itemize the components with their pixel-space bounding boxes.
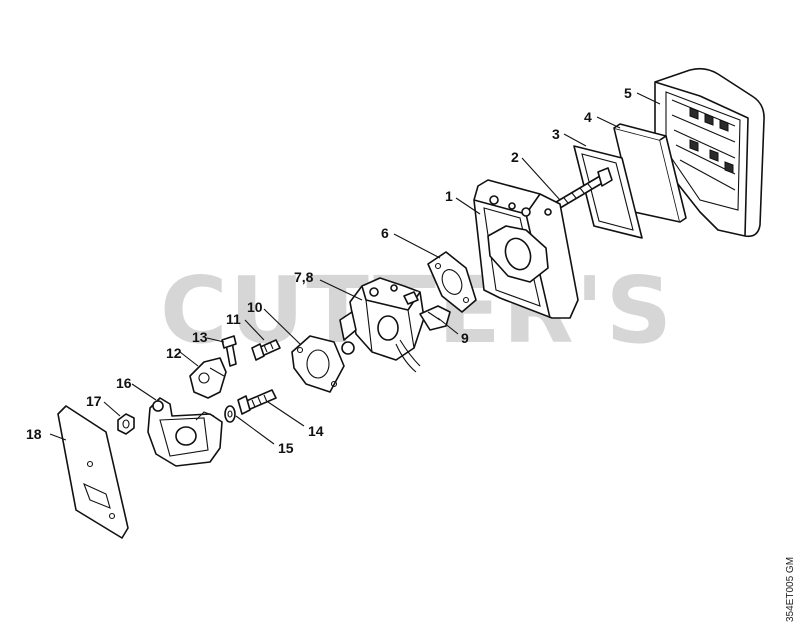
part-6-gasket (427, 251, 477, 313)
callout-14: 14 (308, 423, 324, 439)
callout-4: 4 (584, 109, 592, 125)
part-4-filter-element (613, 123, 687, 223)
callout-1: 1 (445, 188, 453, 204)
callout-17: 17 (86, 393, 102, 409)
part-18-plate (57, 405, 129, 539)
callout-9: 9 (461, 330, 469, 346)
callout-3: 3 (552, 126, 560, 142)
part-3-filter-frame (573, 145, 643, 239)
part-1-baseplate (473, 179, 579, 319)
callout-13: 13 (192, 329, 208, 345)
callout-11: 11 (226, 311, 241, 327)
drawing-code: 354ET005 GM (785, 557, 796, 622)
callout-7-8: 7,8 (294, 269, 314, 285)
callout-10: 10 (247, 299, 263, 315)
part-9-choke-lever (419, 305, 451, 331)
callout-15: 15 (278, 440, 294, 456)
callout-16: 16 (116, 375, 132, 391)
part-13-small-screw (221, 335, 237, 367)
callout-5: 5 (624, 85, 632, 101)
part-5-filter-cover (654, 67, 765, 238)
leader-lines (49, 92, 661, 445)
part-10-flange-gasket (291, 335, 345, 393)
callout-6: 6 (381, 225, 389, 241)
callout-2: 2 (511, 149, 519, 165)
part-14-bolt (237, 389, 277, 415)
part-11-screw (251, 339, 281, 361)
callout-12: 12 (166, 345, 182, 361)
part-15-washer (224, 405, 236, 423)
part-16-housing (147, 397, 223, 467)
callout-18: 18 (26, 426, 42, 442)
part-7-8-carburetor (339, 277, 425, 373)
part-17-nut (117, 413, 135, 435)
part-12-bracket (189, 357, 227, 399)
